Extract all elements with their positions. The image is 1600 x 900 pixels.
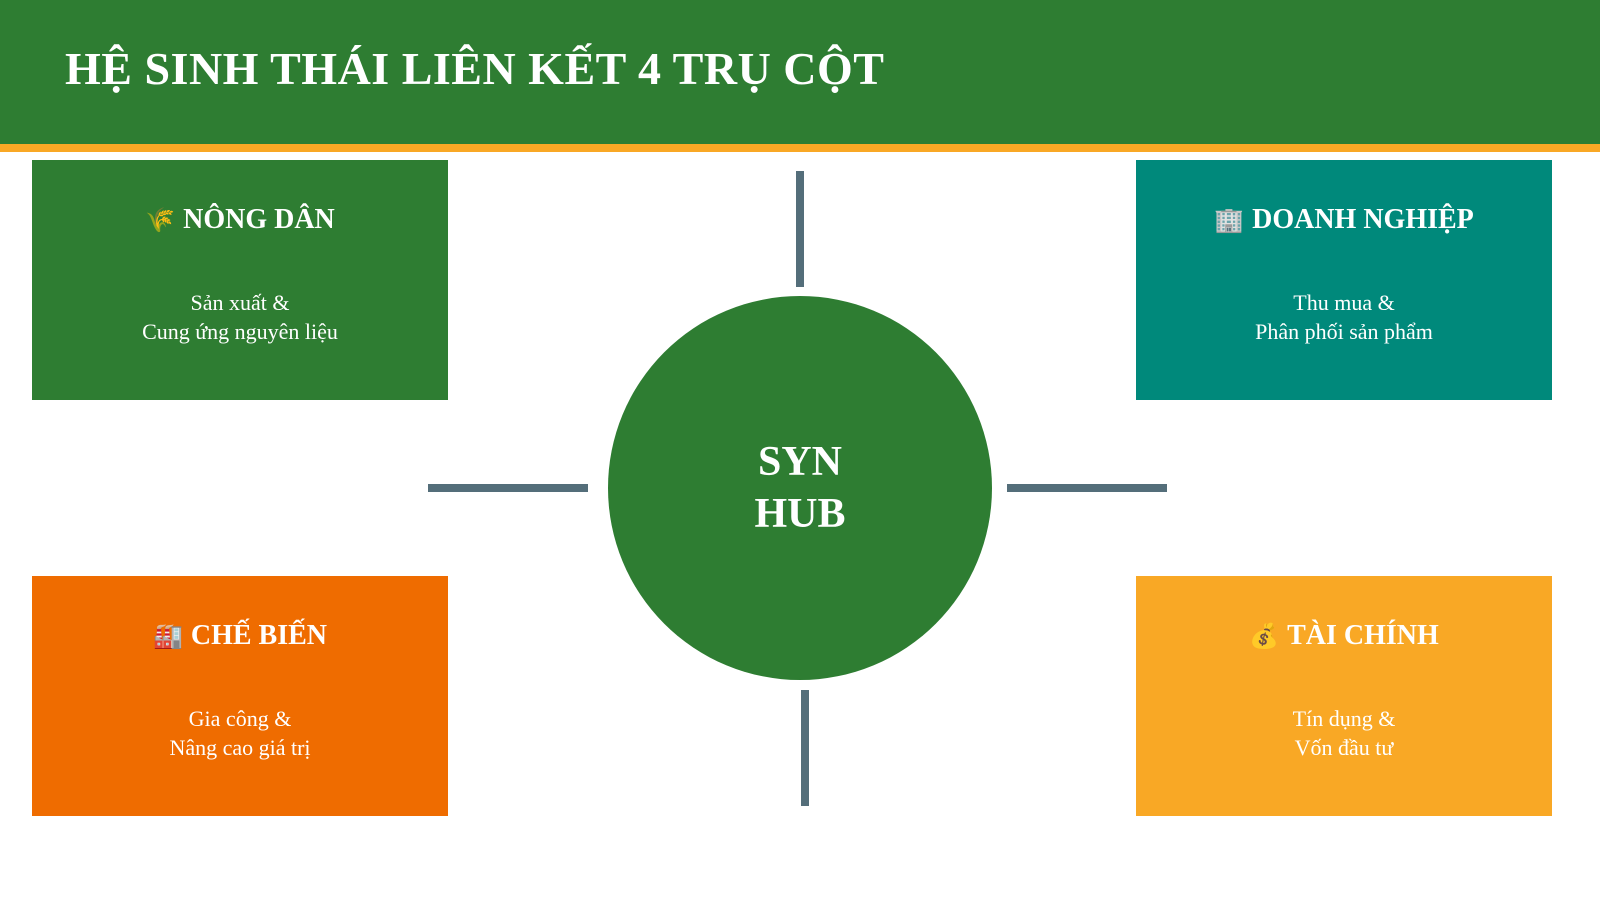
pillar-heading: 🏢 DOANH NGHIỆP	[1136, 204, 1552, 236]
money-bag-icon: 💰	[1249, 624, 1280, 650]
description-line: Sản xuất &	[190, 290, 290, 315]
description-line: Gia công &	[188, 706, 292, 731]
connector-bottom	[801, 690, 809, 806]
pillar-heading: 🏭 CHẾ BIẾN	[32, 620, 448, 652]
accent-stripe	[0, 144, 1600, 152]
pillar-heading-text: CHẾ BIẾN	[190, 620, 328, 651]
page-title: HỆ SINH THÁI LIÊN KẾT 4 TRỤ CỘT	[65, 43, 885, 94]
pillar-heading: 🌾 NÔNG DÂN	[32, 204, 448, 236]
connector-right	[1007, 484, 1167, 492]
pillar-description: Thu mua & Phân phối sản phẩm	[1136, 288, 1552, 346]
pillar-nong-dan: 🌾 NÔNG DÂN Sản xuất & Cung ứng nguyên liệu	[32, 160, 448, 400]
pillar-description: Sản xuất & Cung ứng nguyên liệu	[32, 288, 448, 346]
syn-hub-circle: SYN HUB	[608, 296, 992, 680]
description-line: Cung ứng nguyên liệu	[142, 319, 338, 344]
pillar-heading-text: TÀI CHÍNH	[1287, 620, 1439, 651]
description-line: Nâng cao giá trị	[169, 735, 311, 760]
pillar-description: Gia công & Nâng cao giá trị	[32, 704, 448, 762]
header-bar: HỆ SINH THÁI LIÊN KẾT 4 TRỤ CỘT	[0, 0, 1600, 144]
factory-icon: 🏭	[152, 624, 183, 650]
connector-top	[796, 171, 804, 287]
pillar-heading: 💰 TÀI CHÍNH	[1136, 620, 1552, 652]
pillar-heading-text: NÔNG DÂN	[183, 204, 335, 235]
description-line: Vốn đầu tư	[1294, 735, 1394, 760]
pillar-tai-chinh: 💰 TÀI CHÍNH Tín dụng & Vốn đầu tư	[1136, 576, 1552, 816]
pillar-che-bien: 🏭 CHẾ BIẾN Gia công & Nâng cao giá trị	[32, 576, 448, 816]
office-building-icon: 🏢	[1214, 208, 1245, 234]
description-line: Phân phối sản phẩm	[1255, 319, 1433, 344]
pillar-description: Tín dụng & Vốn đầu tư	[1136, 704, 1552, 762]
connector-left	[428, 484, 588, 492]
hub-label-line: SYN	[757, 439, 843, 485]
description-line: Thu mua &	[1293, 290, 1395, 315]
pillar-heading-text: DOANH NGHIỆP	[1252, 204, 1474, 235]
description-line: Tín dụng &	[1292, 706, 1396, 731]
pillar-doanh-nghiep: 🏢 DOANH NGHIỆP Thu mua & Phân phối sản phẩ…	[1136, 160, 1552, 400]
hub-label-line: HUB	[754, 491, 846, 537]
rice-icon: 🌾	[145, 208, 176, 234]
